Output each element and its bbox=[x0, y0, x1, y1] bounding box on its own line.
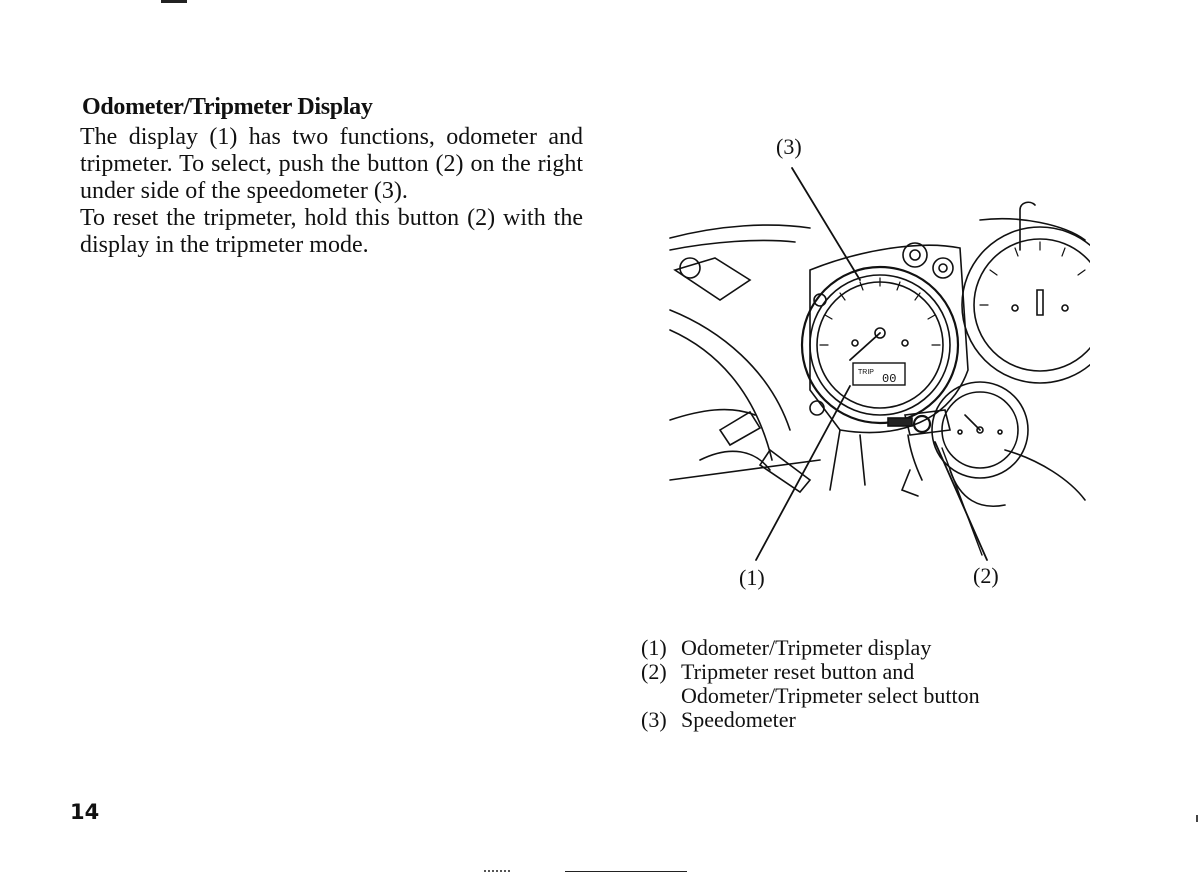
right-edge-mark bbox=[1196, 815, 1198, 822]
figure-captions: (1) Odometer/Tripmeter display (2) Tripm… bbox=[641, 636, 980, 732]
paragraph-reset: To reset the tripmeter, hold this button… bbox=[80, 205, 583, 258]
top-edge-mark bbox=[161, 0, 187, 3]
caption-text: Tripmeter reset button and bbox=[681, 659, 915, 684]
section-heading: Odometer/Tripmeter Display bbox=[82, 94, 373, 120]
callout-speedometer: (3) bbox=[776, 134, 802, 159]
caption-text: Odometer/Tripmeter display bbox=[681, 635, 932, 660]
bottom-dots bbox=[484, 870, 510, 872]
body-text: The display (1) has two functions, odome… bbox=[80, 124, 583, 259]
caption-text-continued: Odometer/Tripmeter select button bbox=[681, 683, 980, 708]
caption-number: (3) bbox=[641, 707, 667, 732]
display-trip-label: TRIP bbox=[858, 369, 874, 376]
paragraph-select: The display (1) has two functions, odome… bbox=[80, 124, 583, 204]
callout-display: (1) bbox=[739, 565, 765, 590]
caption-item: (2) Tripmeter reset button and bbox=[641, 660, 980, 684]
caption-item: (3) Speedometer bbox=[641, 708, 980, 732]
caption-text: Speedometer bbox=[681, 707, 796, 732]
callout-reset-button: (2) bbox=[973, 563, 999, 588]
caption-number: (1) bbox=[641, 635, 667, 660]
instrument-illustration: TRIP 00 (3) (1) (2) bbox=[660, 130, 1119, 600]
bottom-rule bbox=[565, 871, 687, 872]
page-number: 14 bbox=[70, 800, 100, 824]
display-digits: 00 bbox=[882, 372, 896, 386]
instrument-cluster-drawing: TRIP 00 bbox=[669, 167, 1119, 561]
caption-number: (2) bbox=[641, 659, 667, 684]
caption-item: (1) Odometer/Tripmeter display bbox=[641, 636, 980, 660]
